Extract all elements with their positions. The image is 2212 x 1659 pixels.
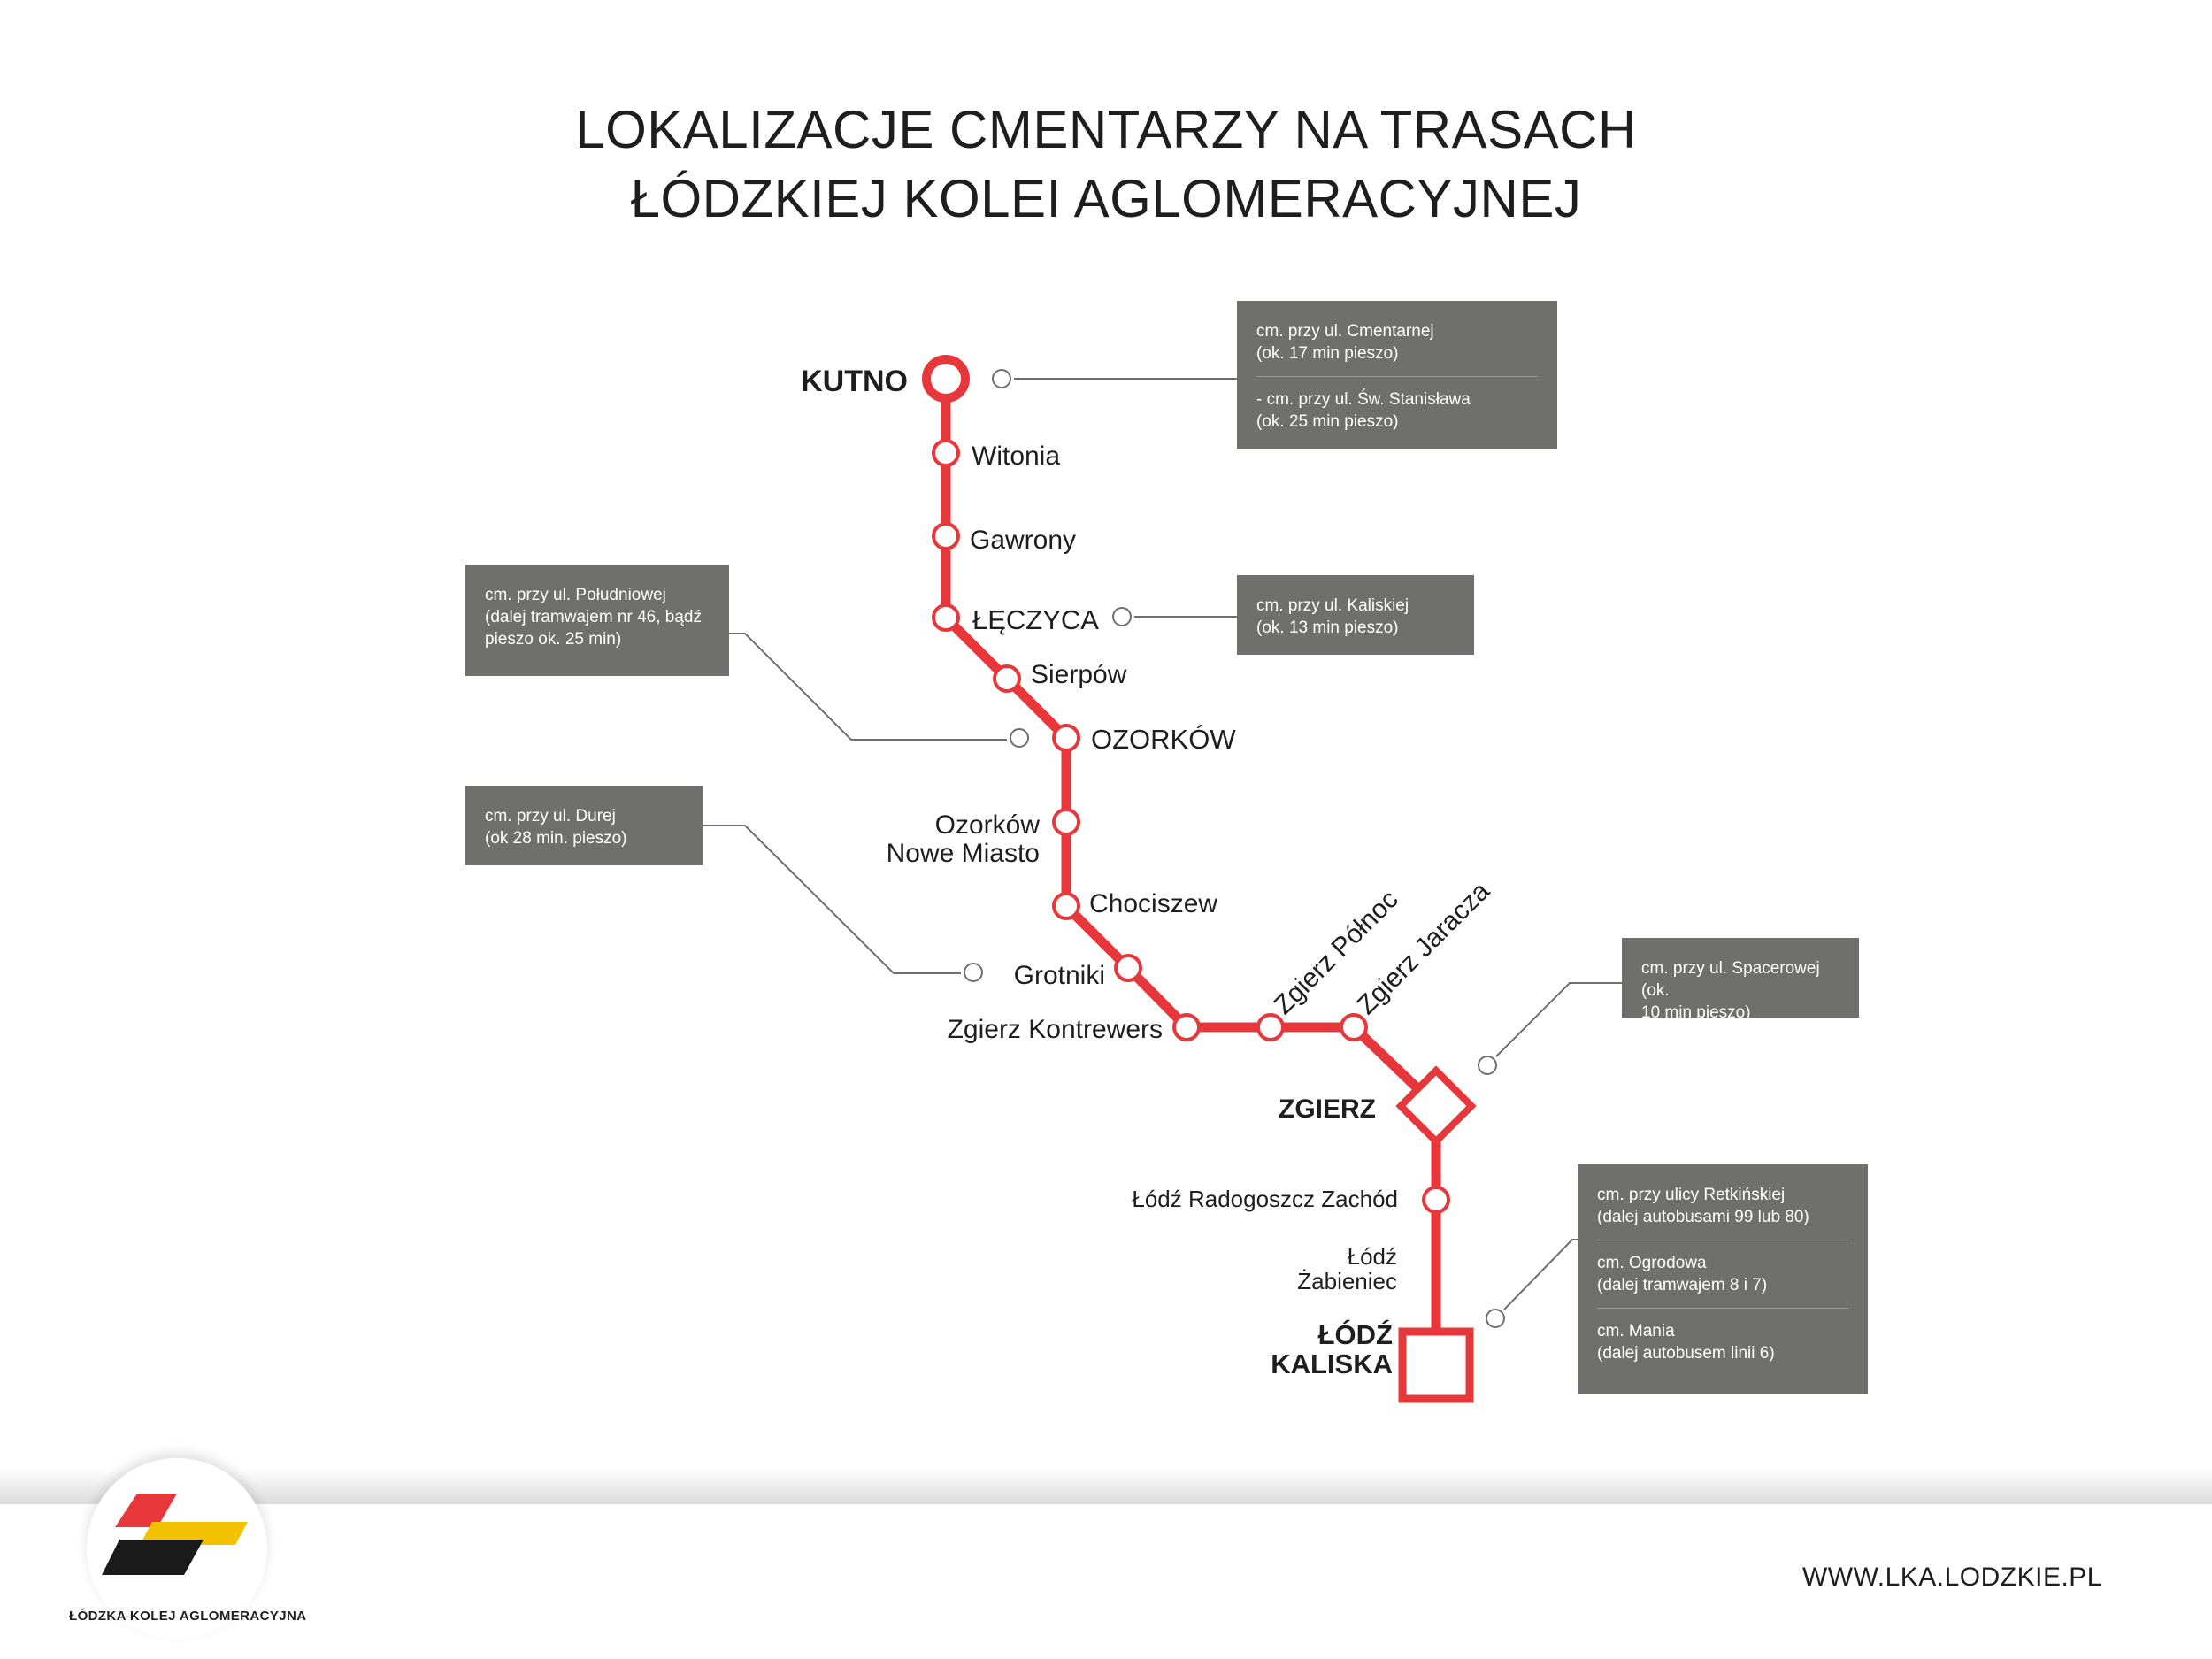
cemetery-box-zgierz: cm. przy ul. Spacerowej (ok. 10 min pies… bbox=[1622, 938, 1859, 1022]
cemetery-box-ozorkow: cm. przy ul. Południowej (dalej tramwaje… bbox=[465, 565, 729, 676]
station-label-zgierz: ZGIERZ bbox=[1279, 1094, 1376, 1124]
station-label-ozorkow: OZORKÓW bbox=[1091, 724, 1236, 755]
leader-dot-kutno bbox=[992, 369, 1011, 388]
lka-logo-icon bbox=[102, 1494, 248, 1575]
cemetery-entry: cm. przy ul. Kaliskiej (ok. 13 min piesz… bbox=[1256, 596, 1409, 637]
leader-dot-lodz-kaliska bbox=[1486, 1309, 1505, 1328]
box-separator bbox=[1597, 1308, 1848, 1309]
footer bbox=[0, 1504, 2212, 1659]
station-label-witonia: Witonia bbox=[972, 442, 1060, 471]
leader-line-grotniki bbox=[703, 825, 961, 974]
cemetery-entry: cm. przy ul. Cmentarnej (ok. 17 min pies… bbox=[1256, 322, 1434, 363]
station-marker-zgierz-kontrewers bbox=[1172, 1013, 1201, 1041]
station-marker-leczyca bbox=[932, 603, 960, 632]
station-label-gawrony: Gawrony bbox=[970, 526, 1076, 555]
station-label-sierpow: Sierpów bbox=[1031, 660, 1127, 689]
station-marker-grotniki bbox=[1114, 954, 1142, 982]
station-symbols bbox=[922, 355, 1477, 1403]
cemetery-box-lodz-kaliska: cm. przy ulicy Retkińskiej (dalej autobu… bbox=[1578, 1164, 1868, 1394]
cemetery-entry: cm. Ogrodowa (dalej tramwajem 8 i 7) bbox=[1597, 1254, 1768, 1294]
cemetery-entry: cm. przy ulicy Retkińskiej (dalej autobu… bbox=[1597, 1186, 1809, 1226]
station-marker-ozorkow bbox=[1052, 724, 1080, 752]
station-marker-sierpow bbox=[993, 664, 1021, 693]
cemetery-entry: cm. Mania (dalej autobusem linii 6) bbox=[1597, 1322, 1775, 1363]
cemetery-box-leczyca: cm. przy ul. Kaliskiej (ok. 13 min piesz… bbox=[1237, 575, 1474, 655]
station-marker-witonia bbox=[932, 439, 960, 467]
box-separator bbox=[1256, 376, 1538, 377]
cemetery-entry: cm. przy ul. Durej (ok 28 min. pieszo) bbox=[485, 807, 627, 848]
station-marker-ozorkow-nm bbox=[1052, 808, 1080, 836]
leader-line-ozorkow bbox=[729, 633, 1007, 741]
leader-line-lodz-kaliska bbox=[1503, 1239, 1578, 1310]
station-label-grotniki: Grotniki bbox=[1014, 961, 1105, 990]
leader-lines bbox=[703, 369, 1622, 1328]
cemetery-box-grotniki: cm. przy ul. Durej (ok 28 min. pieszo) bbox=[465, 786, 703, 865]
station-label-leczyca: ŁĘCZYCA bbox=[972, 604, 1099, 635]
website-link[interactable]: WWW.LKA.LODZKIE.PL bbox=[1801, 1563, 2102, 1592]
station-label-kutno: KUTNO bbox=[801, 365, 908, 398]
station-marker-lodz-radogoszcz bbox=[1422, 1186, 1450, 1214]
station-marker-kutno bbox=[922, 355, 970, 403]
station-marker-zgierz-polnoc bbox=[1256, 1013, 1285, 1041]
logo-text: ŁÓDZKA KOLEJ AGLOMERACYJNA bbox=[69, 1609, 307, 1624]
cemetery-box-kutno: cm. przy ul. Cmentarnej (ok. 17 min pies… bbox=[1237, 301, 1557, 449]
title-line-1: LOKALIZACJE CMENTARZY NA TRASACH bbox=[575, 100, 1637, 159]
station-marker-zgierz-jaracza bbox=[1340, 1013, 1368, 1041]
title-line-2: ŁÓDZKIEJ KOLEI AGLOMERACYJNEJ bbox=[630, 169, 1582, 228]
station-marker-lodz-kaliska bbox=[1398, 1327, 1474, 1403]
station-label-lodz-radogoszcz: Łódź Radogoszcz Zachód bbox=[1132, 1186, 1398, 1212]
station-marker-zgierz bbox=[1395, 1065, 1477, 1147]
page-title: LOKALIZACJE CMENTARZY NA TRASACH ŁÓDZKIE… bbox=[0, 96, 2212, 234]
station-label-chociszew: Chociszew bbox=[1089, 889, 1217, 918]
cemetery-entry: cm. przy ul. Południowej (dalej tramwaje… bbox=[485, 586, 702, 649]
route-line bbox=[941, 373, 1441, 1371]
leader-line-zgierz bbox=[1495, 982, 1622, 1057]
station-marker-chociszew bbox=[1052, 892, 1080, 920]
cemetery-entry: cm. przy ul. Spacerowej (ok. 10 min pies… bbox=[1641, 959, 1820, 1022]
station-marker-gawrony bbox=[932, 522, 960, 550]
cemetery-entry: - cm. przy ul. Św. Stanisława (ok. 25 mi… bbox=[1256, 390, 1471, 431]
leader-dot-zgierz bbox=[1478, 1056, 1497, 1075]
leader-dot-ozorkow bbox=[1010, 728, 1029, 748]
leader-dot-grotniki bbox=[964, 963, 983, 982]
leader-dot-leczyca bbox=[1112, 607, 1132, 626]
station-label-zgierz-kontrewers: Zgierz Kontrewers bbox=[948, 1015, 1163, 1044]
footer-shadow bbox=[0, 1469, 2212, 1504]
